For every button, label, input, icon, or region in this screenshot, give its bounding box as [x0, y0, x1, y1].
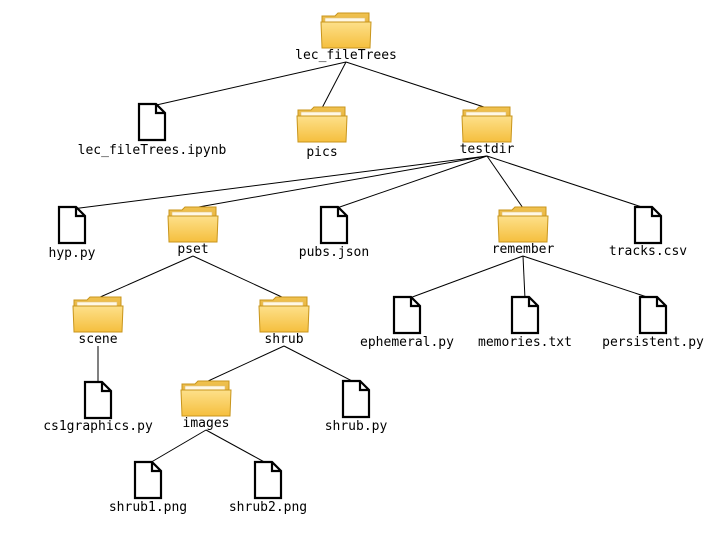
file-icon — [638, 295, 668, 335]
edge-testdir-to-pset — [192, 155, 488, 209]
edge-images-to-shrub2-png — [205, 429, 269, 465]
node-shrub-py[interactable]: shrub.py — [325, 379, 388, 434]
node-label: shrub — [264, 332, 303, 347]
node-pubs-json[interactable]: pubs.json — [299, 205, 369, 260]
node-label: shrub.py — [325, 419, 388, 434]
folder-icon — [320, 12, 372, 49]
file-icon — [392, 295, 422, 335]
node-ephemeral-py[interactable]: ephemeral.py — [360, 295, 454, 350]
file-icon — [57, 205, 87, 245]
node-images[interactable]: images — [180, 380, 232, 431]
file-icon — [341, 379, 371, 419]
node-label: memories.txt — [478, 335, 572, 350]
edge-images-to-shrub1-png — [147, 429, 207, 465]
edge-testdir-to-hyp-py — [71, 155, 488, 210]
file-icon — [137, 102, 167, 142]
node-label: lec_fileTrees — [295, 48, 397, 63]
edge-testdir-to-tracks-csv — [486, 155, 649, 210]
node-label: testdir — [460, 142, 515, 157]
edge-lec-filetrees-to-pics — [321, 61, 347, 109]
node-label: persistent.py — [602, 335, 704, 350]
node-tracks-csv[interactable]: tracks.csv — [609, 205, 687, 259]
file-icon — [319, 205, 349, 245]
file-icon — [510, 295, 540, 335]
node-testdir[interactable]: testdir — [460, 106, 515, 157]
file-icon — [83, 380, 113, 420]
node-persistent-py[interactable]: persistent.py — [602, 295, 704, 350]
edge-remember-to-persistent-py — [522, 255, 654, 300]
node-shrub2-png[interactable]: shrub2.png — [229, 460, 307, 515]
edges-layer — [71, 61, 654, 465]
folder-icon — [167, 206, 219, 243]
node-remember[interactable]: remember — [492, 206, 555, 257]
edge-remember-to-ephemeral-py — [406, 255, 524, 300]
node-label: pubs.json — [299, 245, 369, 260]
file-icon — [133, 460, 163, 500]
folder-icon — [258, 296, 310, 333]
folder-icon — [72, 296, 124, 333]
edge-shrub-to-shrub-py — [283, 345, 357, 384]
node-cs1graphics-py[interactable]: cs1graphics.py — [43, 380, 153, 434]
node-label: pics — [306, 145, 337, 160]
folder-icon — [497, 206, 549, 243]
node-label: remember — [492, 242, 555, 257]
node-scene[interactable]: scene — [72, 296, 124, 347]
node-label: ephemeral.py — [360, 335, 454, 350]
node-label: cs1graphics.py — [43, 419, 153, 434]
node-shrub[interactable]: shrub — [258, 296, 310, 347]
node-hyp-py[interactable]: hyp.py — [49, 205, 96, 261]
edge-pset-to-shrub — [192, 255, 285, 299]
node-label: shrub1.png — [109, 500, 187, 515]
node-label: tracks.csv — [609, 244, 687, 259]
node-label: shrub2.png — [229, 500, 307, 515]
node-label: pset — [177, 242, 208, 257]
edge-testdir-to-pubs-json — [333, 155, 488, 210]
node-label: scene — [78, 332, 117, 347]
folder-icon — [461, 106, 513, 143]
node-shrub1-png[interactable]: shrub1.png — [109, 460, 187, 515]
edge-testdir-to-remember — [486, 155, 524, 209]
file-icon — [633, 205, 663, 245]
folder-icon — [180, 380, 232, 417]
node-label: lec_fileTrees.ipynb — [78, 143, 227, 158]
node-label: hyp.py — [49, 246, 96, 261]
nodes-layer: lec_fileTrees lec_fileTrees.ipynb pics test… — [43, 12, 704, 515]
node-pset[interactable]: pset — [167, 206, 219, 257]
node-lec-filetrees-ipynb[interactable]: lec_fileTrees.ipynb — [78, 102, 227, 158]
node-memories-txt[interactable]: memories.txt — [478, 295, 572, 350]
node-label: images — [183, 416, 230, 431]
node-lec-filetrees[interactable]: lec_fileTrees — [295, 12, 397, 63]
edge-remember-to-memories-txt — [522, 255, 526, 300]
edge-shrub-to-images — [205, 345, 285, 383]
node-pics[interactable]: pics — [296, 106, 348, 160]
file-icon — [253, 460, 283, 500]
folder-icon — [296, 106, 348, 143]
edge-lec-filetrees-to-testdir — [345, 61, 488, 109]
edge-lec-filetrees-to-lec-filetrees-ipynb — [151, 61, 347, 107]
edge-pset-to-scene — [97, 255, 194, 299]
